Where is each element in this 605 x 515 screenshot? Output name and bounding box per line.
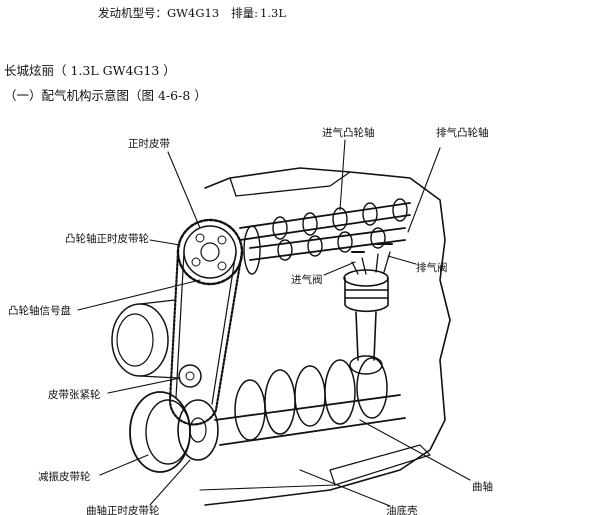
label-damper-pulley: 减振皮带轮: [38, 470, 91, 483]
label-exhaust-valve: 排气阀: [416, 261, 448, 274]
engine-block-outline: [200, 168, 450, 505]
label-intake-valve: 进气阀: [291, 273, 323, 286]
piston-rod-shape: [344, 270, 388, 374]
damper-pulley-shape: [130, 392, 218, 472]
leader-lines: [78, 140, 470, 506]
label-oil-pan: 油底壳: [386, 504, 418, 515]
belt-tensioner-shape: [179, 365, 201, 387]
label-cam-signal-disc: 凸轮轴信号盘: [8, 304, 71, 317]
label-crank-timing-pulley: 曲轴正时皮带轮: [86, 504, 160, 515]
label-intake-camshaft: 进气凸轮轴: [322, 126, 375, 139]
label-exhaust-camshaft: 排气凸轮轴: [436, 126, 489, 139]
cam-signal-disc-shape: [244, 226, 260, 274]
label-timing-belt: 正时皮带: [128, 137, 170, 150]
label-crankshaft: 曲轴: [472, 480, 493, 493]
label-belt-tensioner: 皮带张紧轮: [48, 388, 101, 401]
label-cam-timing-pulley: 凸轮轴正时皮带轮: [65, 232, 149, 245]
alternator: [112, 300, 178, 378]
